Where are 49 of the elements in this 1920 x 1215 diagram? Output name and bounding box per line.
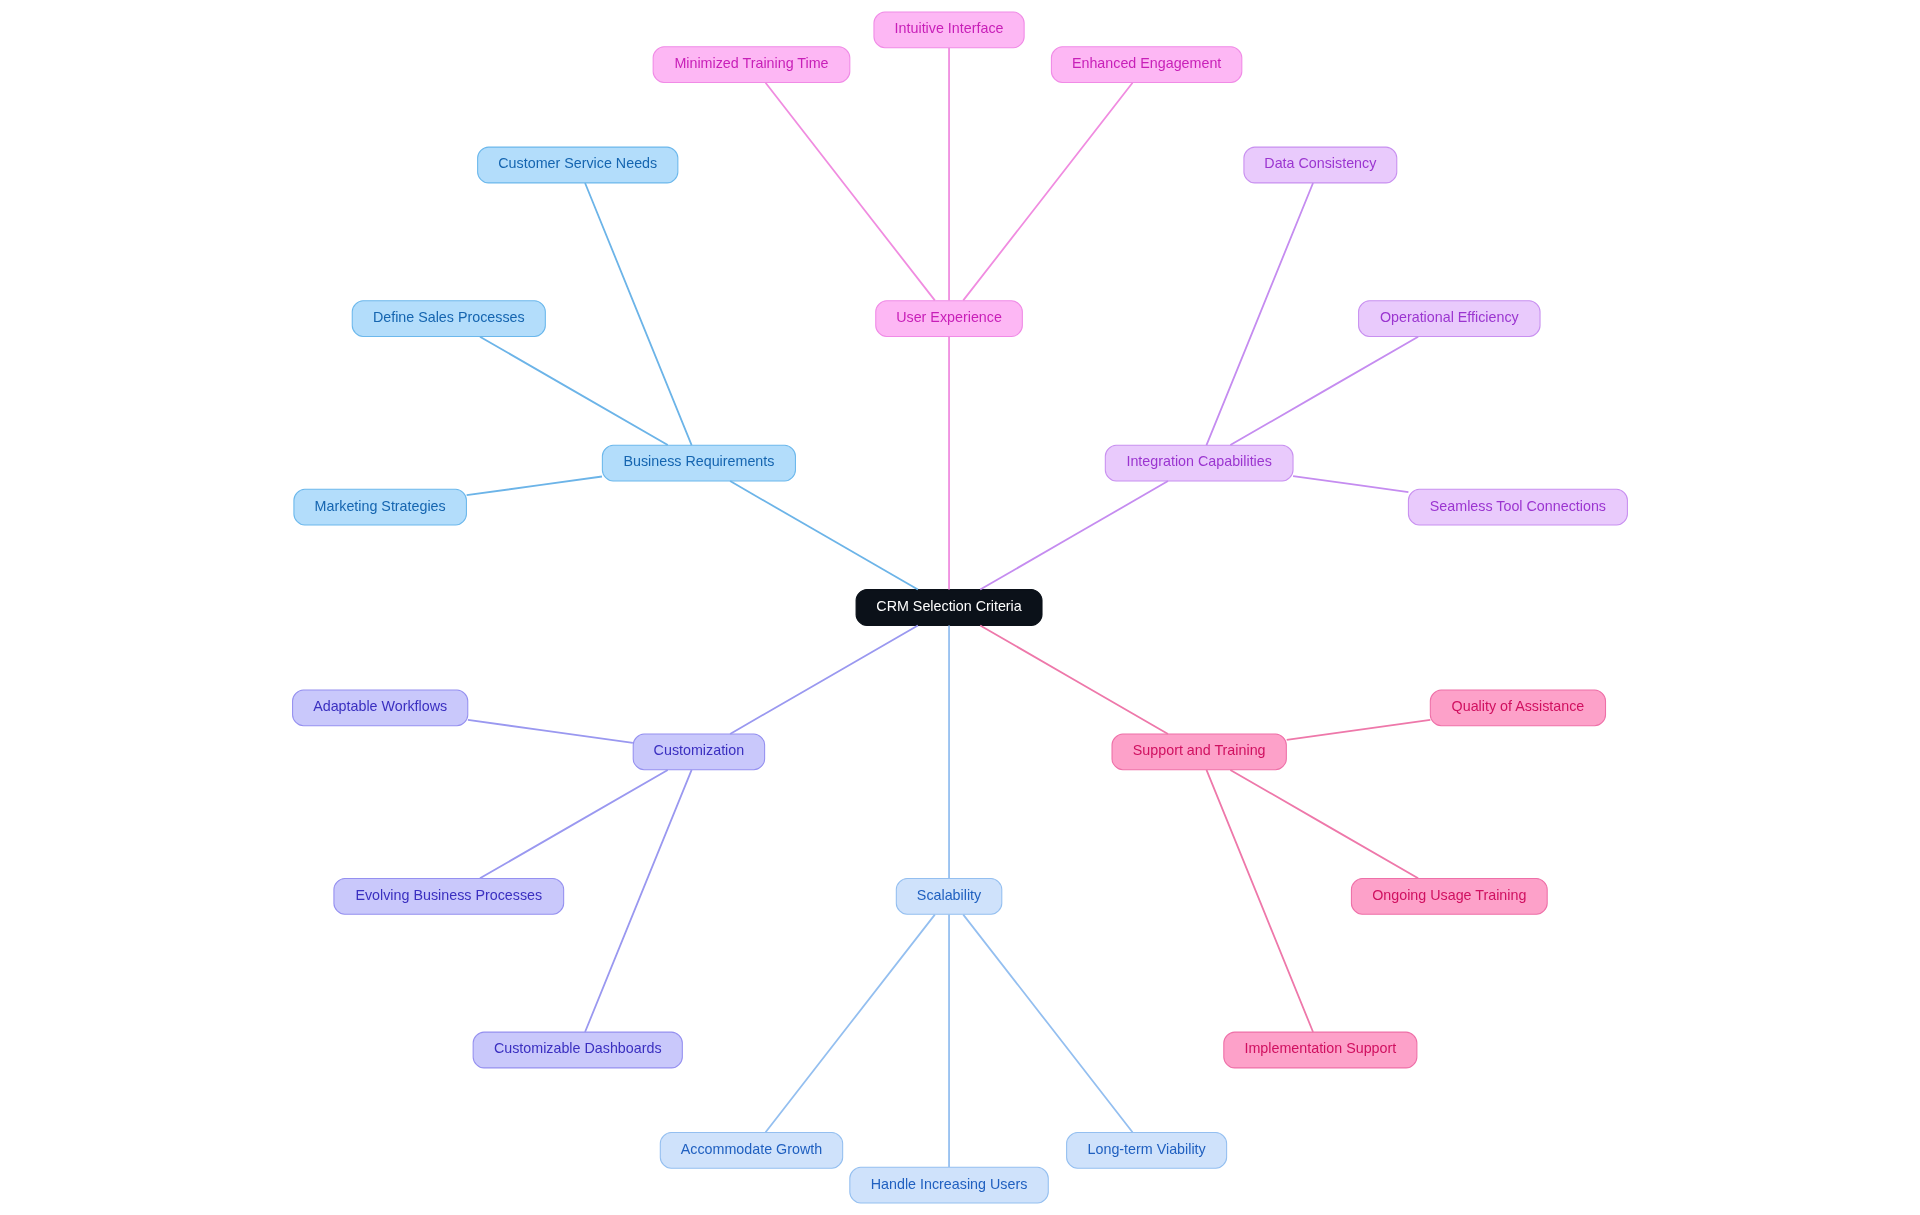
node-box: Evolving Business Processes: [333, 877, 565, 915]
node-box: Enhanced Engagement: [1050, 46, 1243, 84]
connector: [1229, 335, 1420, 446]
connector: [979, 480, 1169, 591]
node-box: Handle Increasing Users: [849, 1166, 1049, 1204]
node-box: Data Consistency: [1243, 146, 1398, 184]
node-box: Seamless Tool Connections: [1407, 488, 1628, 526]
connector: [979, 624, 1169, 735]
connector: [479, 769, 669, 880]
connector: [467, 719, 634, 744]
connector: [948, 624, 950, 880]
node-box: Operational Efficiency: [1358, 300, 1541, 338]
node-box: Define Sales Processes: [351, 300, 546, 338]
connector: [764, 913, 936, 1134]
connector: [584, 182, 693, 446]
node-box: Support and Training: [1111, 733, 1287, 771]
connector: [465, 475, 603, 497]
node-box: Marketing Strategies: [293, 488, 467, 526]
node-box: User Experience: [875, 300, 1023, 338]
connector: [948, 47, 950, 302]
node-box: CRM Selection Criteria: [855, 589, 1043, 626]
node-box: Intuitive Interface: [873, 11, 1025, 49]
node-box: Customizable Dashboards: [472, 1031, 683, 1069]
connector: [764, 81, 936, 302]
connector: [479, 335, 669, 446]
connector: [948, 335, 950, 591]
connector: [962, 81, 1134, 302]
connector: [729, 624, 919, 735]
node-box: Adaptable Workflows: [292, 689, 469, 727]
connector: [729, 480, 919, 591]
node-box: Minimized Training Time: [652, 46, 851, 84]
connector: [962, 913, 1134, 1134]
connector: [1205, 182, 1314, 446]
connector: [1205, 769, 1314, 1033]
connector: [948, 913, 950, 1168]
node-box: Customization: [632, 733, 766, 771]
node-box: Implementation Support: [1223, 1031, 1418, 1069]
node-box: Customer Service Needs: [477, 146, 679, 184]
connector: [1229, 769, 1420, 880]
connector: [1292, 475, 1410, 493]
connector: [1285, 719, 1432, 741]
node-box: Ongoing Usage Training: [1350, 877, 1548, 915]
node-box: Long-term Viability: [1066, 1131, 1228, 1169]
node-box: Quality of Assistance: [1429, 689, 1607, 727]
node-box: Integration Capabilities: [1104, 444, 1294, 482]
node-box: Scalability: [895, 877, 1003, 915]
node-box: Business Requirements: [601, 444, 796, 482]
node-box: Accommodate Growth: [659, 1131, 844, 1169]
connector: [584, 769, 693, 1033]
